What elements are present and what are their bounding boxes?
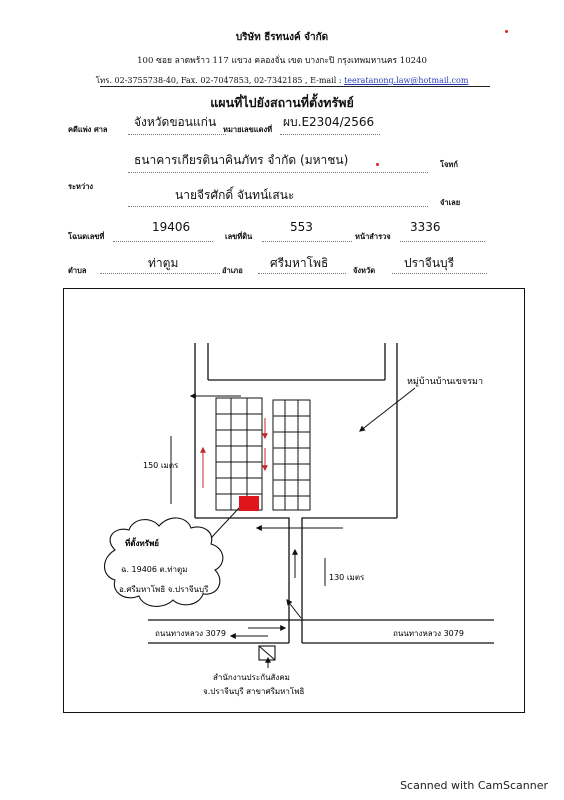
province-dotted-line [392, 273, 487, 274]
defendant-value: นายจีรศักดิ์ จันทน์เสนะ [175, 188, 295, 202]
land-dotted-line [262, 241, 352, 242]
case-dotted-line [280, 134, 380, 135]
header-rule [100, 86, 490, 87]
company-contact: โทร. 02-3755738-40, Fax. 02-7047853, 02-… [0, 74, 564, 87]
route-arrows [189, 387, 416, 639]
plaintiff-dotted-line [128, 172, 428, 173]
callout-line-1: ฉ. 19406 ต.ท่าตูม [121, 565, 188, 575]
office-label-line-1: สำนักงานประกันสังคม [213, 673, 290, 682]
case-number-value: ผบ.E2304/2566 [283, 115, 375, 129]
court-dotted-line [128, 134, 226, 135]
property-marker [239, 496, 259, 511]
company-name: บริษัท ธีรทนงค์ จำกัด [235, 32, 329, 43]
arrow-village-pointer [359, 387, 416, 432]
case-number-label: หมายเลขแดงที่ [223, 125, 273, 134]
property-callout-cloud [103, 517, 224, 607]
red-dot-mark-2 [376, 163, 379, 166]
arrow-highway-turn [286, 599, 302, 619]
district-dotted-line [258, 273, 346, 274]
subdistrict-dotted-line [100, 273, 220, 274]
province-label: จังหวัด [353, 266, 376, 275]
defendant-dotted-line [128, 206, 428, 207]
company-address: 100 ซอย ลาดพร้าว 117 แขวง คลองจั่น เขต บ… [137, 56, 427, 66]
province-value: ปราจีนบุรี [404, 256, 455, 270]
plaintiff-value: ธนาคารเกียรตินาคินภัทร จำกัด (มหาชน) [134, 153, 349, 167]
map-frame [63, 288, 525, 713]
building-block-right [272, 399, 311, 511]
survey-page-label: หน้าสำรวจ [355, 232, 391, 241]
village-label: หมู่บ้านบ้านเขจรมา [407, 376, 483, 387]
document-title: แผนที่ไปยังสถานที่ตั้งทรัพย์ [210, 95, 354, 110]
callout-title: ที่ตั้งทรัพย์ [125, 537, 159, 548]
red-route-arrows [200, 418, 268, 488]
contact-phone-fax: โทร. 02-3755738-40, Fax. 02-7047853, 02-… [95, 76, 345, 85]
road-right-label: ถนนทางหลวง 3079 [393, 629, 464, 638]
deed-dotted-line [113, 241, 213, 242]
village-roads [194, 343, 398, 643]
callout-line-2: อ.ศรีมหาโพธิ จ.ปราจีนบุรี [119, 584, 209, 594]
court-value: จังหวัดขอนแก่น [134, 115, 217, 129]
subdistrict-label: ตำบล [68, 266, 87, 275]
plaintiff-label: โจทก์ [440, 160, 458, 169]
callout-pointer [210, 507, 240, 539]
distance-left-label: 150 เมตร [143, 461, 179, 470]
contact-email-link[interactable]: teeratanong.law@hotmail.com [344, 76, 469, 85]
court-label: คดีแพ่ง ศาล [68, 125, 108, 134]
building-block-left [215, 397, 263, 511]
survey-page-value: 3336 [410, 220, 441, 234]
red-dot-mark [505, 30, 508, 33]
scanner-watermark: Scanned with CamScanner [400, 779, 548, 792]
road-bottom-left-edge [195, 517, 290, 643]
office-label-line-2: จ.ปราจีนบุรี สาขาศรีมหาโพธิ [203, 686, 304, 696]
road-bottom-right-edge [301, 517, 397, 643]
subdistrict-value: ท่าตูม [148, 256, 179, 270]
highway [148, 619, 494, 644]
defendant-label: จำเลย [440, 198, 461, 207]
hand-drawn-map: หมู่บ้านบ้านเขจรมา 150 เมตร 130 เมตร ที่… [103, 343, 494, 696]
deed-number-label: โฉนดเลขที่ [68, 232, 105, 241]
office-marker-cross [258, 645, 276, 661]
survey-dotted-line [400, 241, 485, 242]
between-label: ระหว่าง [68, 182, 94, 191]
distance-right-label: 130 เมตร [329, 573, 365, 582]
road-left-label: ถนนทางหลวง 3079 [155, 629, 226, 638]
district-value: ศรีมหาโพธิ [270, 256, 329, 270]
district-label: อำเภอ [222, 266, 243, 275]
deed-number-value: 19406 [152, 220, 191, 234]
land-number-label: เลขที่ดิน [225, 232, 253, 241]
land-number-value: 553 [290, 220, 313, 234]
